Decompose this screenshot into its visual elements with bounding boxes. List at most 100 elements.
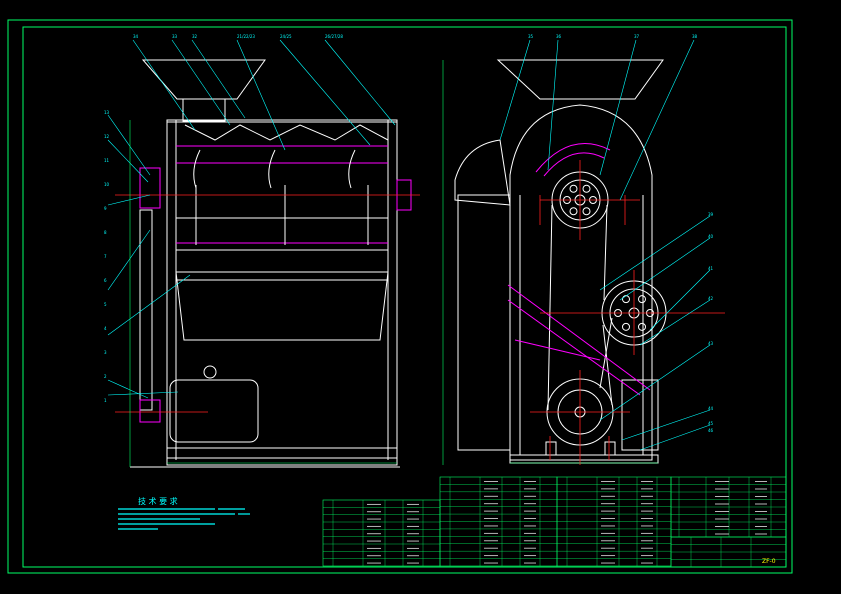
base-rail	[166, 447, 398, 459]
leader-r-5	[599, 215, 711, 291]
callout-left-side: 9	[104, 206, 107, 211]
foot-left	[545, 441, 557, 456]
callout-left-side: 7	[104, 254, 107, 259]
pulley-bolt-hole	[569, 184, 578, 193]
side-frame	[457, 194, 511, 451]
pulley-bolt-hole	[582, 184, 591, 193]
callout-right-side: 43	[708, 341, 714, 346]
rotor-arc-outer	[535, 143, 611, 173]
chute-2	[507, 299, 641, 396]
callout-left-side: 10	[104, 182, 110, 187]
leader-top-4	[236, 39, 286, 151]
callout-left-side: 13	[104, 110, 110, 115]
leader-r-1	[499, 39, 531, 141]
rotor-arc-inner	[543, 152, 605, 177]
leader-left-2	[107, 139, 149, 183]
motor-lifting-eye	[203, 365, 217, 379]
front-view	[130, 59, 412, 468]
leader-top-6	[324, 39, 396, 126]
callout-right-side: 44	[708, 406, 714, 411]
leader-left-4	[107, 229, 151, 291]
callout-right-side: 41	[708, 266, 714, 271]
leader-left-5	[107, 274, 191, 336]
leader-left-1	[107, 114, 151, 176]
callout-left-side: 6	[104, 278, 107, 283]
hopper-neck	[182, 98, 226, 122]
collector-trough	[175, 271, 389, 341]
leader-r-4	[619, 39, 695, 201]
leader-r-7	[649, 269, 711, 331]
inner-frame	[22, 26, 787, 568]
pulley-top-hub	[139, 167, 161, 209]
rake-3	[348, 149, 356, 189]
belt-left	[547, 204, 553, 411]
callout-left-side: 2	[104, 374, 107, 379]
leader-r-6	[619, 237, 711, 301]
leader-r-8	[639, 299, 711, 346]
leader-r-9	[599, 344, 711, 421]
callout-left-side: 1	[104, 398, 107, 403]
callout-left-side: 5	[104, 302, 107, 307]
rake-1	[193, 149, 201, 189]
tech-notes-lines	[118, 508, 250, 530]
callout-left-top: 21/22/23	[237, 34, 255, 39]
leader-left-6	[107, 379, 149, 399]
callout-right-side: 46	[708, 428, 714, 433]
pulley-bolt-hole	[622, 322, 630, 331]
side-view-parts	[507, 143, 651, 396]
feed-trough	[184, 124, 389, 141]
foot-right	[604, 441, 616, 456]
belt-column	[139, 209, 153, 411]
front-view-leaders	[107, 39, 396, 399]
rotor-housing	[509, 104, 653, 461]
callout-left-side: 12	[104, 134, 110, 139]
callout-left-top: 24/25	[280, 34, 292, 39]
side-view-centerlines	[530, 160, 725, 465]
parts-table-rows	[323, 477, 786, 567]
leader-r-10	[621, 409, 711, 441]
callout-right-side: 45	[708, 421, 714, 426]
leader-top-5	[279, 39, 371, 146]
main-casing	[166, 119, 398, 466]
callout-right-side: 39	[708, 212, 714, 217]
callout-right-top: 38	[692, 34, 698, 39]
leader-left-3	[107, 194, 151, 206]
pulley-bottom-hub	[139, 399, 161, 423]
chute-3	[514, 339, 601, 361]
pulley-bolt-hole	[582, 207, 591, 216]
outer-frame	[7, 19, 793, 574]
callout-right-top: 36	[556, 34, 562, 39]
leader-r-3	[599, 39, 637, 176]
callout-right-top: 37	[634, 34, 640, 39]
tech-requirements-title: 技 术 要 求	[138, 496, 178, 506]
callout-right-side: 42	[708, 296, 714, 301]
motor	[169, 379, 259, 443]
callout-left-side: 8	[104, 230, 107, 235]
callout-left-side: 3	[104, 350, 107, 355]
front-view-centerlines	[115, 194, 420, 413]
leader-top-3	[191, 39, 246, 119]
leader-r-2	[547, 39, 559, 171]
outer-cover	[454, 139, 511, 206]
side-view-dims	[442, 60, 658, 465]
chute-1	[507, 284, 651, 391]
rake-2	[268, 149, 276, 189]
pulley-bolt-hole	[638, 322, 646, 331]
callout-left-top: 26/27/28	[325, 34, 343, 39]
hopper-right	[496, 59, 664, 100]
belt-mid-down	[602, 324, 613, 406]
leader-left-7	[107, 391, 179, 396]
callout-left-top: 34	[133, 34, 139, 39]
callout-right-side: 40	[708, 234, 714, 239]
leader-top-1	[132, 39, 196, 131]
callout-right-top: 35	[528, 34, 534, 39]
callout-left-side: 11	[104, 158, 110, 163]
leader-top-2	[171, 39, 231, 126]
leader-r-11	[639, 424, 711, 451]
side-view-leaders	[499, 39, 711, 451]
belt-right	[603, 204, 608, 301]
callout-left-top: 32	[192, 34, 198, 39]
